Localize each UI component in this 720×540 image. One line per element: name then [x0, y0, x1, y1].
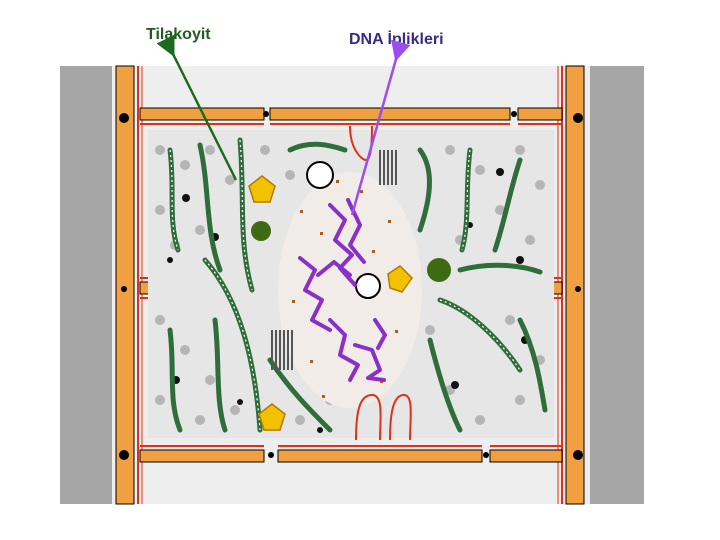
lipid-droplets: [248, 175, 413, 431]
cell-wall-bottom: [139, 445, 563, 463]
grana-stacks: [271, 150, 397, 370]
wall-junctions: [119, 111, 583, 460]
nucleoid-region: [278, 172, 422, 408]
starch-grains: [306, 161, 381, 299]
thylakoid-highlights: [169, 139, 521, 431]
envelope-invagination: [355, 393, 412, 441]
dna-strands-label: DNA İplikleri: [349, 31, 444, 48]
plastoglobuli: [251, 221, 451, 282]
thylakoid-pointer-arrow: [156, 34, 238, 181]
dna-pointer-arrow: [350, 39, 411, 216]
cell-wall-left: [115, 65, 143, 505]
